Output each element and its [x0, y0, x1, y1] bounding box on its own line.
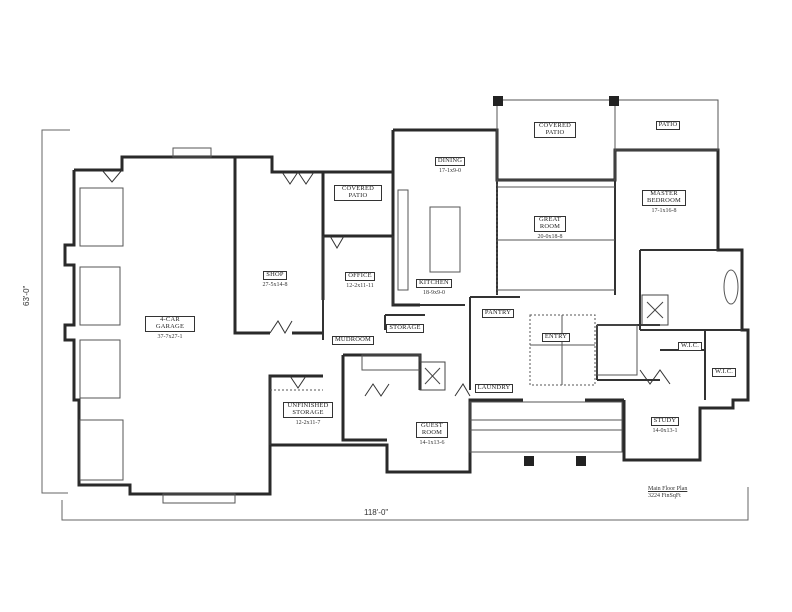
room-office: OFFICE 12-2x11-11 — [345, 272, 375, 289]
thin-lines — [79, 99, 739, 504]
room-shop: SHOP 27-5x14-8 — [262, 271, 288, 288]
room-great-room: GREAT ROOM 20-0x18-8 — [532, 216, 568, 240]
room-master-bedroom: MASTER BEDROOM 17-1x16-8 — [642, 190, 686, 214]
room-covered-patio-left: COVERED PATIO — [334, 185, 382, 202]
plan-area: 3224 FinSqFt — [648, 493, 681, 500]
room-guest-room: GUEST ROOM 14-1x13-6 — [410, 422, 454, 446]
room-dining: DINING 17-1x9-0 — [425, 150, 475, 174]
doors — [101, 169, 671, 397]
exterior-walls — [63, 128, 750, 496]
overall-depth-dimension: 63'-0" — [22, 285, 31, 306]
room-unfinished-storage: UNFINISHED STORAGE 12-2x11-7 — [280, 402, 336, 426]
room-kitchen: KITCHEN 18-9x9-0 — [409, 272, 459, 296]
room-wic-1: W.I.C. — [674, 335, 706, 352]
room-storage: STORAGE — [383, 317, 427, 334]
room-pantry: PANTRY — [474, 302, 522, 319]
plan-title: Main Floor Plan — [648, 486, 688, 492]
room-garage: 4-CAR GARAGE 37-7x27-1 — [145, 316, 195, 340]
room-patio: PATIO — [650, 114, 686, 131]
room-wic-2: W.I.C. — [708, 361, 740, 378]
room-covered-patio-rear: COVERED PATIO — [533, 122, 577, 139]
plan-caption: Main Floor Plan 3224 FinSqFt — [648, 486, 687, 500]
room-laundry: LAUNDRY — [472, 377, 516, 394]
columns — [493, 96, 619, 466]
room-entry: ENTRY — [538, 326, 574, 343]
overall-width-dimension: 118'-0" — [364, 508, 389, 517]
dimension-lines — [41, 129, 749, 521]
room-study: STUDY 14-0x13-1 — [650, 417, 680, 434]
room-mudroom: MUDROOM — [328, 329, 378, 346]
shower-markers — [419, 294, 669, 391]
